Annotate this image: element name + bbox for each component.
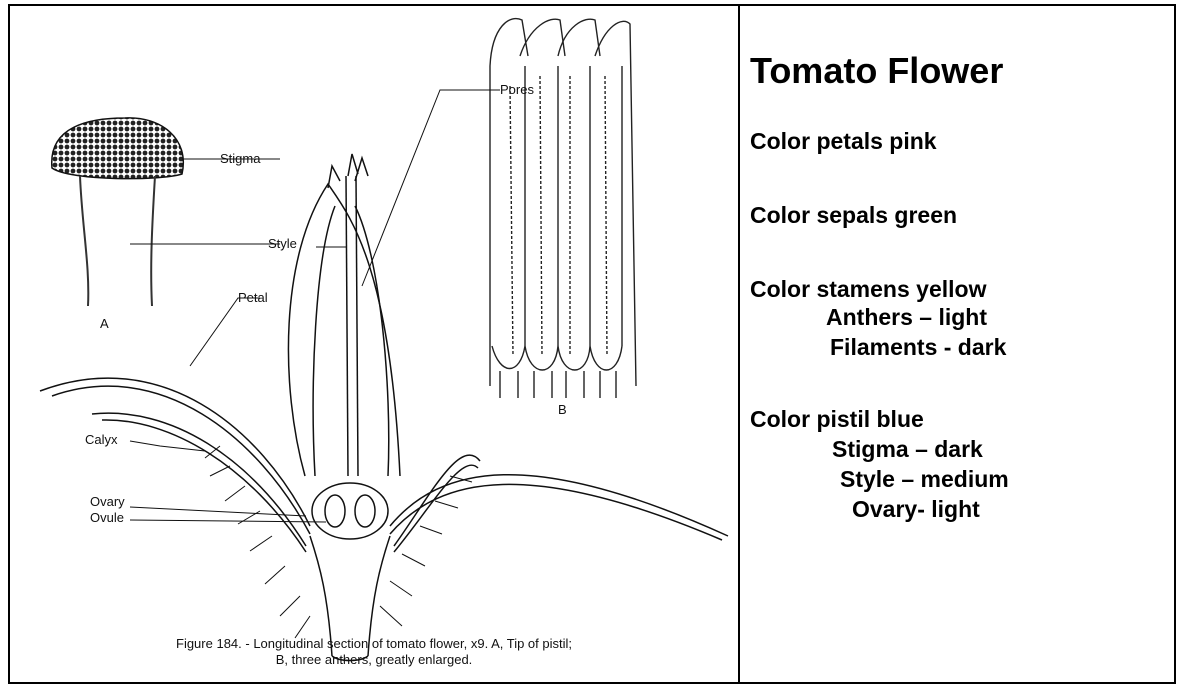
label-calyx: Calyx: [85, 432, 118, 447]
instruction-stigma: Stigma – dark: [832, 436, 983, 463]
instruction-ovary: Ovary- light: [852, 496, 980, 523]
leader-lines: [130, 90, 500, 522]
tomato-flower-figure: Stigma Style Pores Petal Calyx Ovary Ovu…: [10, 6, 738, 682]
panel-title: Tomato Flower: [750, 50, 1003, 92]
coloring-instructions: Tomato Flower Color petals pink Color se…: [750, 6, 1170, 682]
figure-caption: Figure 184. - Longitudinal section of to…: [10, 636, 738, 668]
label-pores: Pores: [500, 82, 534, 97]
label-panel-b: B: [558, 402, 567, 417]
instruction-anthers: Anthers – light: [826, 304, 987, 331]
instruction-petals: Color petals pink: [750, 128, 937, 155]
instruction-sepals: Color sepals green: [750, 202, 957, 229]
label-style: Style: [268, 236, 297, 251]
label-petal: Petal: [238, 290, 268, 305]
pistil-tip-drawing: [52, 118, 184, 306]
instruction-pistil: Color pistil blue: [750, 406, 924, 433]
caption-line-2: B, three anthers, greatly enlarged.: [10, 652, 738, 668]
anthers-enlarged-drawing: [490, 19, 636, 398]
caption-line-1: Figure 184. - Longitudinal section of to…: [10, 636, 738, 652]
label-stigma: Stigma: [220, 151, 261, 166]
label-ovule: Ovule: [90, 510, 124, 525]
instruction-stamens: Color stamens yellow: [750, 276, 986, 303]
label-panel-a: A: [100, 316, 109, 331]
tomato-flower-drawing: Stigma Style Pores Petal Calyx Ovary Ovu…: [10, 6, 738, 682]
worksheet-frame: Stigma Style Pores Petal Calyx Ovary Ovu…: [8, 4, 1176, 684]
panel-divider: [738, 6, 740, 682]
label-ovary: Ovary: [90, 494, 125, 509]
instruction-filaments: Filaments - dark: [830, 334, 1006, 361]
instruction-style: Style – medium: [840, 466, 1009, 493]
